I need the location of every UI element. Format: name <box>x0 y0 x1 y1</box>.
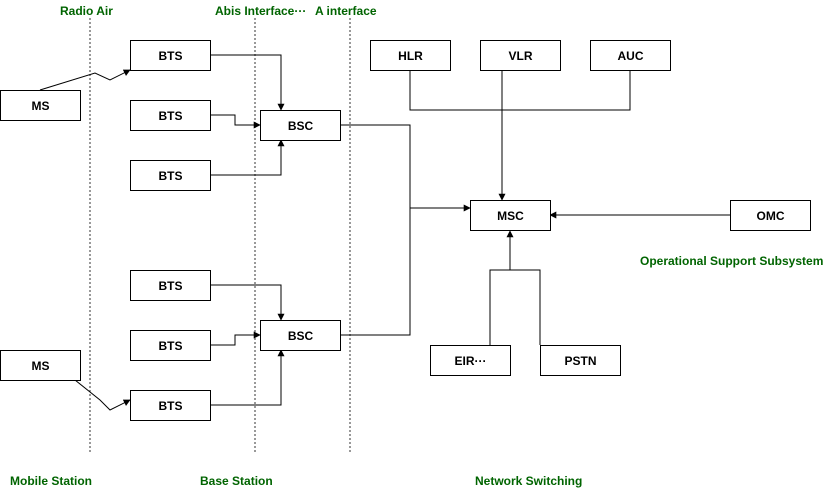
network-switching-label: Network Switching <box>475 474 583 488</box>
base-station-label: Base Station <box>200 474 273 488</box>
bts-node-2: BTS <box>130 100 211 131</box>
eir-node: EIR··· <box>430 345 511 376</box>
ms-bottom-node: MS <box>0 350 81 381</box>
operational-support-label: Operational Support Subsystem <box>640 254 824 268</box>
edge-ms-bottom-to-bts-6 <box>74 379 131 411</box>
edge-eir-pstn-bus <box>489 269 541 345</box>
omc-node: OMC <box>730 200 811 231</box>
msc-node: MSC <box>470 200 551 231</box>
radio-air-label: Radio Air <box>60 4 113 18</box>
abis-interface-label: Abis Interface··· <box>215 4 307 18</box>
edge-bts-3-to-bsc-top <box>210 139 285 176</box>
bsc-top-node: BSC <box>260 110 341 141</box>
edge-bts-4-to-bsc-bottom <box>210 284 285 321</box>
a-interface-label: A interface <box>315 4 377 18</box>
pstn-node: PSTN <box>540 345 621 376</box>
auc-node: AUC <box>590 40 671 71</box>
ms-top-node: MS <box>0 90 81 121</box>
edge-bts-1-to-bsc-top <box>210 54 285 111</box>
edge-bsc-top-to-msc <box>340 124 411 336</box>
bts-node-1: BTS <box>130 40 211 71</box>
bts-node-3: BTS <box>130 160 211 191</box>
bts-node-4: BTS <box>130 270 211 301</box>
edge-bts-2-to-bsc-top <box>210 114 261 129</box>
bts-node-5: BTS <box>130 330 211 361</box>
edge-bts-5-to-bsc-bottom <box>210 331 261 346</box>
hlr-node: HLR <box>370 40 451 71</box>
edge-ms-top-to-bts-1 <box>39 69 131 91</box>
mobile-station-label: Mobile Station <box>10 474 92 488</box>
edge-hlr-auc-bus <box>409 70 631 111</box>
vlr-node: VLR <box>480 40 561 71</box>
bsc-bottom-node: BSC <box>260 320 341 351</box>
edge-bts-6-to-bsc-bottom <box>210 349 285 406</box>
bts-node-6: BTS <box>130 390 211 421</box>
